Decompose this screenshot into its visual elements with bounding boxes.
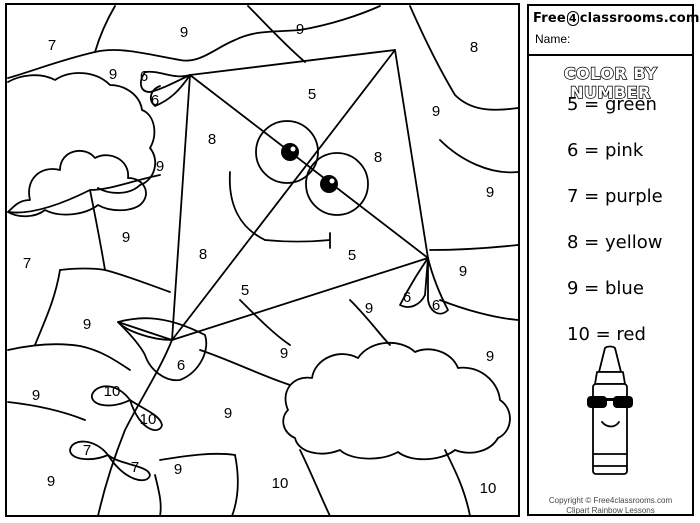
legend-item: 5 = green	[567, 94, 657, 115]
brand-four: 4	[566, 11, 579, 26]
kite-bow-right-b	[427, 257, 449, 315]
region-number: 6	[403, 289, 411, 306]
legend-item: 8 = yellow	[567, 232, 663, 253]
region-line	[299, 449, 331, 517]
region-number: 9	[32, 387, 40, 404]
kite-pupil-shine	[329, 178, 335, 184]
page-title: COLOR BY NUMBER	[563, 63, 658, 103]
region-line	[429, 244, 519, 251]
region-line	[231, 454, 239, 517]
region-number: 9	[280, 345, 288, 362]
region-line	[7, 401, 86, 421]
region-line	[7, 174, 161, 214]
region-line	[59, 267, 171, 293]
region-number: 9	[459, 263, 467, 280]
region-number: 7	[83, 442, 91, 459]
clipart-credit: Clipart Rainbow Lessons	[566, 506, 655, 515]
cloud-right	[282, 341, 511, 461]
region-number: 5	[348, 247, 356, 264]
region-number: 9	[486, 348, 494, 365]
kite-pupil-shine	[290, 146, 296, 152]
name-label: Name:	[535, 32, 571, 46]
region-number: 9	[365, 300, 373, 317]
region-number: 9	[83, 316, 91, 333]
region-number: 5	[308, 86, 316, 103]
region-number: 6	[432, 297, 440, 314]
region-number: 10	[104, 383, 121, 400]
region-line	[159, 452, 236, 461]
region-number: 8	[470, 39, 478, 56]
region-number: 9	[486, 184, 494, 201]
brand-text: Free	[533, 11, 566, 26]
string-bow-1a	[91, 385, 131, 407]
region-number: 9	[180, 24, 188, 41]
kite-string	[97, 339, 173, 517]
region-number: 6	[140, 68, 148, 85]
region-line	[247, 5, 306, 63]
region-line	[444, 449, 471, 517]
region-number: 6	[151, 92, 159, 109]
region-number: 9	[296, 21, 304, 38]
kite-bow-top	[139, 70, 191, 93]
region-line	[409, 5, 519, 111]
name-divider	[529, 54, 692, 56]
string-bow-2b	[107, 454, 151, 482]
kite-bow-top-b	[149, 74, 191, 107]
region-number: 10	[140, 411, 157, 428]
region-number: 9	[109, 66, 117, 83]
brand-text: classrooms.com	[579, 11, 700, 26]
cloud-left-top	[7, 72, 157, 194]
region-number: 8	[374, 149, 382, 166]
region-number: 9	[432, 103, 440, 120]
kite-eye-right	[305, 152, 369, 216]
kite-crossbar	[189, 74, 429, 259]
region-number: 8	[199, 246, 207, 263]
region-line	[94, 5, 116, 53]
cloud-left	[7, 149, 147, 218]
string-bow-2a	[69, 440, 109, 461]
region-number: 7	[23, 255, 31, 272]
legend-item: 6 = pink	[567, 140, 644, 161]
region-number: 10	[480, 480, 497, 497]
kite-spine	[171, 49, 396, 341]
region-number: 9	[47, 473, 55, 490]
region-line	[34, 269, 61, 346]
region-number: 9	[156, 158, 164, 175]
kite-pupil-left	[281, 143, 299, 161]
region-number: 6	[177, 357, 185, 374]
legend-item: 9 = blue	[567, 278, 644, 299]
region-line	[439, 299, 519, 321]
region-number: 8	[208, 131, 216, 148]
region-number: 5	[241, 282, 249, 299]
region-number: 9	[224, 405, 232, 422]
kite-bow-right	[399, 257, 429, 308]
kite-mouth-line	[264, 239, 331, 243]
region-line	[299, 5, 381, 31]
kite-tail-region	[117, 317, 208, 382]
picture-frame	[5, 3, 520, 517]
region-number: 9	[174, 461, 182, 478]
region-number: 7	[48, 37, 56, 54]
kite-pupil-right	[320, 175, 338, 193]
kite-smile	[228, 171, 266, 241]
region-number: 7	[131, 459, 139, 476]
kite-eye-left	[255, 120, 319, 184]
crayon-icon	[587, 345, 633, 475]
region-line	[7, 29, 301, 79]
kite-outline	[171, 49, 429, 341]
region-number: 10	[272, 475, 289, 492]
region-line	[154, 474, 162, 517]
region-line	[89, 189, 106, 271]
region-line	[439, 139, 519, 174]
legend-item: 10 = red	[567, 324, 646, 345]
string-bow-1b	[129, 399, 163, 431]
region-line	[199, 349, 291, 386]
region-number: 9	[122, 229, 130, 246]
region-line	[7, 343, 131, 371]
legend-item: 7 = purple	[567, 186, 663, 207]
region-line	[239, 299, 291, 346]
copyright-text: Copyright © Free4classrooms.com	[548, 496, 673, 505]
